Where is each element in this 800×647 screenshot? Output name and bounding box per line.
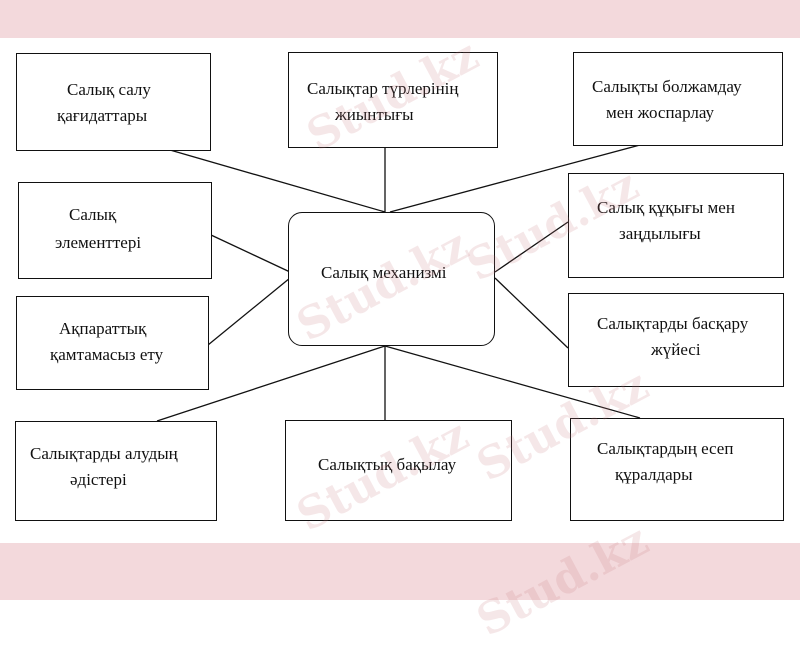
top-band	[0, 0, 800, 38]
node-tax-elements: Салық элементтері	[18, 182, 212, 279]
node-text: әдістері	[70, 470, 127, 489]
node-text: жиынтығы	[335, 105, 414, 124]
node-tax-control: Салықтық бақылау	[285, 420, 512, 521]
node-tax-collection-methods: Салықтарды алудың әдістері	[15, 421, 217, 521]
connector-lines	[156, 144, 641, 422]
node-text: элементтері	[55, 233, 142, 252]
connector	[156, 345, 386, 422]
node-tax-accounting-tools: Салықтардың есеп құралдары	[570, 418, 784, 521]
node-text: мен жоспарлау	[606, 103, 715, 122]
node-text: Салықтар түрлерінің	[307, 79, 459, 98]
node-text: заңдылығы	[619, 224, 701, 243]
node-text: Салық салу	[67, 80, 151, 99]
node-tax-types: Салықтар түрлерінің жиынтығы	[288, 52, 498, 148]
node-text: Ақпараттық	[59, 319, 147, 338]
node-text: Салық құқығы мен	[597, 198, 735, 217]
node-text: Салықтардың есеп	[597, 439, 734, 458]
connector	[494, 221, 569, 273]
node-information-support: Ақпараттық қамтамасыз ету	[16, 296, 209, 390]
connector	[384, 345, 641, 419]
node-text: Салықтарды басқару	[597, 314, 749, 333]
node-tax-management: Салықтарды басқару жүйесі	[568, 293, 784, 387]
node-text: қамтамасыз ету	[50, 345, 164, 364]
node-text: құралдары	[615, 465, 693, 484]
node-tax-forecasting: Салықты болжамдау мен жоспарлау	[573, 52, 783, 146]
node-center-tax-mechanism: Салық механизмі	[288, 212, 495, 346]
connector	[389, 144, 641, 213]
connector	[169, 149, 386, 213]
node-text: Салықтық бақылау	[318, 455, 457, 474]
connector	[207, 277, 291, 346]
node-tax-law: Салық құқығы мен заңдылығы	[568, 173, 784, 278]
node-text: қағидаттары	[57, 106, 148, 125]
connector	[210, 234, 291, 273]
node-text: Салықтарды алудың	[30, 444, 178, 463]
connector	[494, 277, 569, 349]
node-text: Салық механизмі	[321, 263, 447, 282]
node-tax-principles: Салық салу қағидаттары	[16, 53, 211, 151]
node-text: Салықты болжамдау	[592, 77, 742, 96]
node-text: жүйесі	[651, 340, 701, 359]
node-text: Салық	[69, 205, 117, 224]
bottom-band	[0, 543, 800, 600]
